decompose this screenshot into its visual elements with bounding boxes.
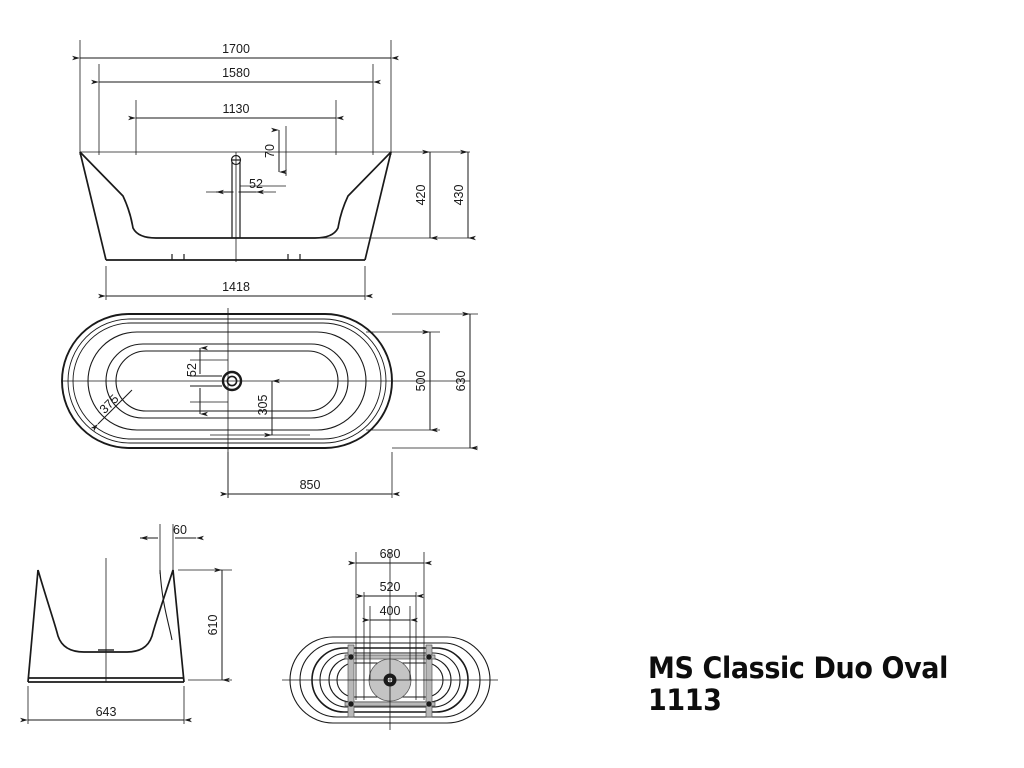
product-name: MS Classic Duo Oval bbox=[648, 651, 949, 685]
plan-top-view bbox=[61, 308, 479, 498]
dim-label-overflow-drop: 70 bbox=[263, 144, 277, 158]
dim-label-base-width: 643 bbox=[96, 705, 117, 719]
bottom-frame-view bbox=[282, 552, 498, 730]
front-tub-outline bbox=[79, 151, 392, 261]
dim-label-overall-width: 630 bbox=[454, 371, 468, 392]
model-number: 1113 bbox=[648, 683, 722, 718]
dim-label-base-length: 1418 bbox=[222, 280, 250, 294]
dim-label-waste-to-edge: 305 bbox=[256, 395, 270, 416]
side-extension-lines bbox=[27, 524, 232, 724]
dim-label-bowl-depth: 420 bbox=[414, 185, 428, 206]
front-elevation-view bbox=[71, 40, 477, 300]
dim-label-corner-radius: 375 bbox=[97, 392, 122, 417]
front-base-feet bbox=[171, 254, 301, 260]
dim-label-rim-thickness: 60 bbox=[173, 523, 187, 537]
plan-extension-lines bbox=[190, 313, 478, 498]
bottom-centre-lines bbox=[282, 552, 498, 730]
dim-label-waste-offset-plan: 52 bbox=[185, 363, 199, 377]
plan-52-ticks bbox=[190, 375, 222, 387]
dim-label-side-height: 610 bbox=[206, 615, 220, 636]
dim-label-rim-inner-length: 1580 bbox=[222, 66, 250, 80]
dim-label-waste-centre-offset: 850 bbox=[300, 478, 321, 492]
plan-radius-leader bbox=[90, 389, 133, 432]
dim-label-overall-length: 1700 bbox=[222, 42, 250, 56]
side-rim-thickness bbox=[159, 569, 173, 641]
dim-label-frame-inner-width: 400 bbox=[380, 604, 401, 618]
title-block: MS Classic Duo Oval 1113 bbox=[648, 652, 983, 717]
dim-label-frame-mid-width: 520 bbox=[380, 580, 401, 594]
dimension-labels: 1700 1580 1130 70 52 420 430 1418 375 52… bbox=[96, 42, 468, 719]
front-rim-line bbox=[80, 151, 470, 239]
dim-label-inner-width: 500 bbox=[414, 371, 428, 392]
plan-waste-outlet bbox=[221, 370, 243, 392]
front-waste-symbol bbox=[230, 154, 242, 238]
dim-label-frame-outer-width: 680 bbox=[380, 547, 401, 561]
dim-label-bowl-length: 1130 bbox=[223, 102, 250, 116]
bottom-mounting-bolts bbox=[348, 654, 432, 707]
side-elevation-view bbox=[19, 524, 232, 724]
dim-label-waste-offset: 52 bbox=[249, 177, 263, 191]
dim-label-overall-height: 430 bbox=[452, 185, 466, 206]
